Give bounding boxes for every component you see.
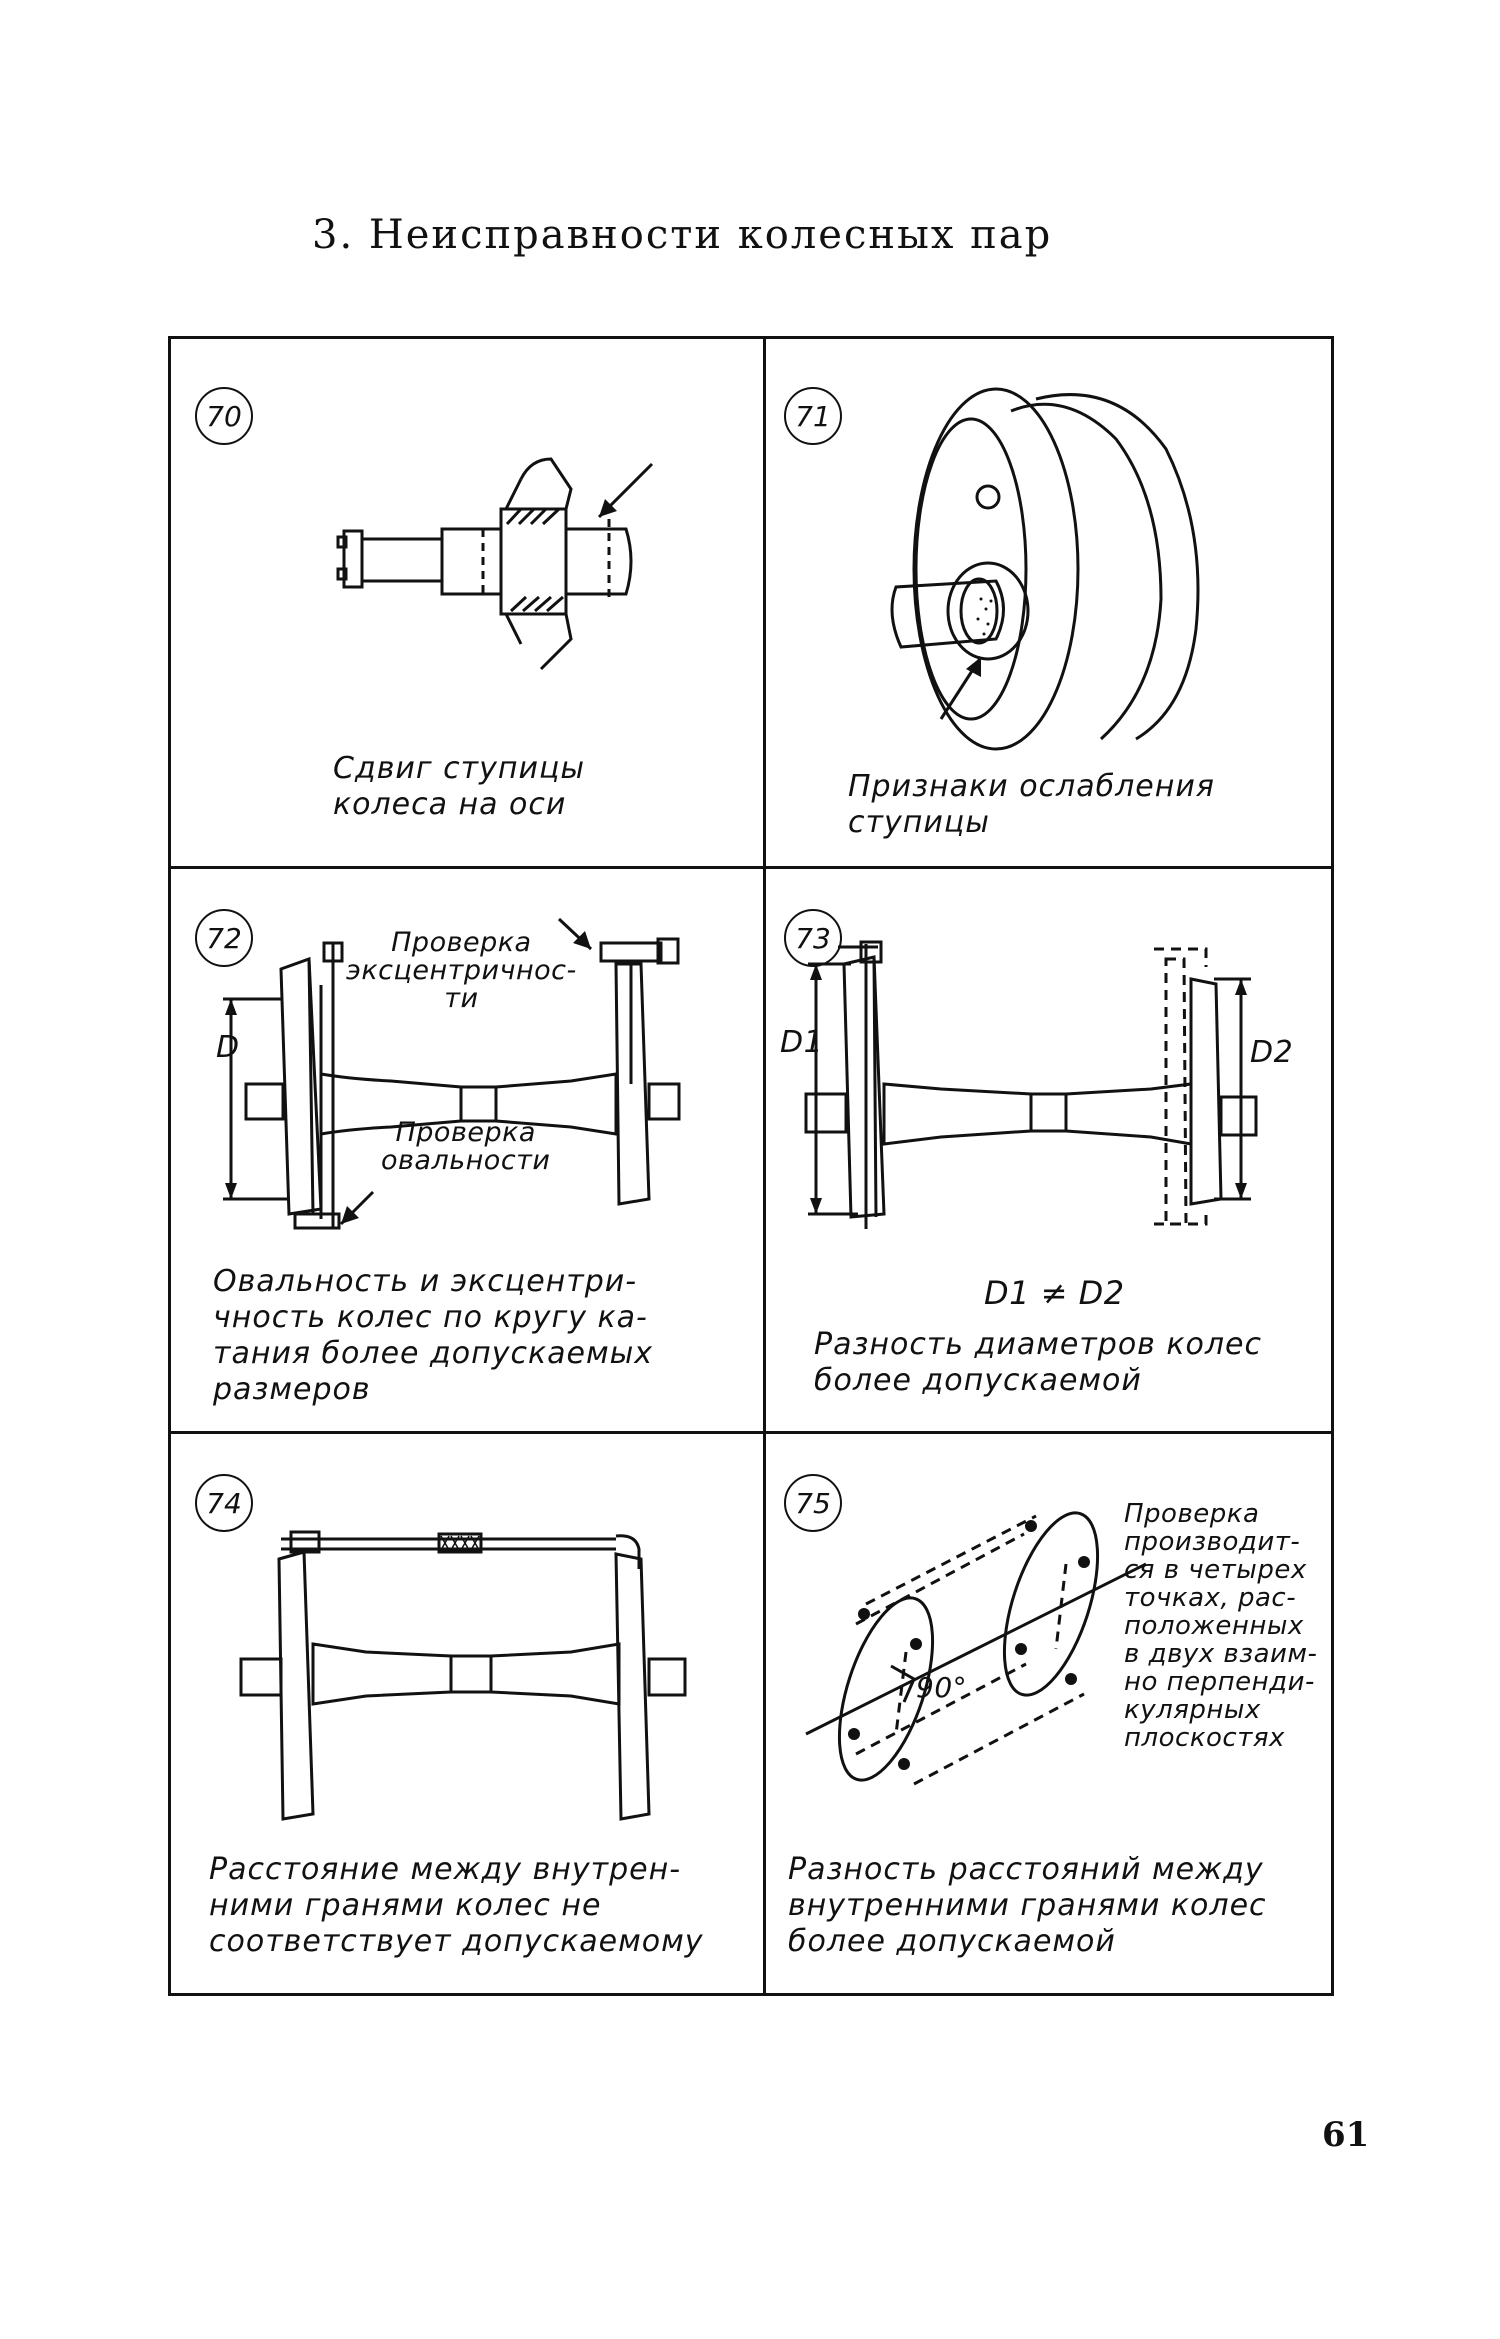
figure-72: 72	[171, 869, 763, 1431]
eccentricity-check-label: Проверка эксцентричнос- ти	[346, 927, 577, 1014]
figure-caption: Овальность и эксцентри- чность колес по …	[213, 1264, 654, 1407]
figure-70: 70	[171, 339, 763, 866]
ovality-check-label: Проверка овальности	[381, 1117, 551, 1176]
four-point-note: Проверка производит- ся в четырех точках…	[1124, 1499, 1318, 1753]
figures-grid: 70	[168, 336, 1334, 1996]
wheel-hub-shift-drawing	[336, 457, 654, 671]
figure-73: 73	[766, 869, 1334, 1431]
figure-number: 73	[784, 909, 842, 967]
grid-divider-row-2	[171, 1431, 1331, 1434]
four-point-check-drawing	[805, 1511, 1147, 1786]
grid-divider-vertical	[763, 339, 766, 1993]
d1-label: D1	[780, 1025, 824, 1060]
figure-number: 75	[784, 1474, 842, 1532]
figure-74: 74 Расстояни	[171, 1434, 763, 1996]
figure-caption: Признаки ослабления ступицы	[848, 769, 1215, 840]
grid-divider-row-1	[171, 866, 1331, 869]
wheelset-ovality-drawing	[223, 917, 681, 1230]
wheelset-diameter-drawing	[804, 940, 1258, 1229]
figure-caption: Разность расстояний между внутренними гр…	[788, 1852, 1267, 1959]
figure-number: 74	[195, 1474, 253, 1532]
section-title: 3. Неисправности колесных пар	[312, 212, 1053, 258]
diameter-label: D	[216, 1030, 240, 1065]
figure-caption: Разность диаметров колес более допускаем…	[814, 1327, 1262, 1398]
figure-number: 71	[784, 387, 842, 445]
figure-number: 70	[195, 387, 253, 445]
hub-loosening-drawing	[890, 387, 1200, 751]
page-number: 61	[1322, 2115, 1370, 2155]
angle-label: 90°	[916, 1671, 968, 1704]
figure-caption: Сдвиг ступицы колеса на оси	[333, 751, 586, 822]
figure-number: 72	[195, 909, 253, 967]
figure-71: 71 Признаки ослабления ст	[766, 339, 1334, 866]
d2-label: D2	[1250, 1035, 1294, 1070]
wheelset-gauge-drawing	[239, 1530, 687, 1821]
diameter-inequality: D1 ≠ D2	[984, 1274, 1125, 1312]
figure-caption: Расстояние между внутрен- ними гранями к…	[209, 1852, 704, 1959]
figure-75: 75	[766, 1434, 1334, 1996]
